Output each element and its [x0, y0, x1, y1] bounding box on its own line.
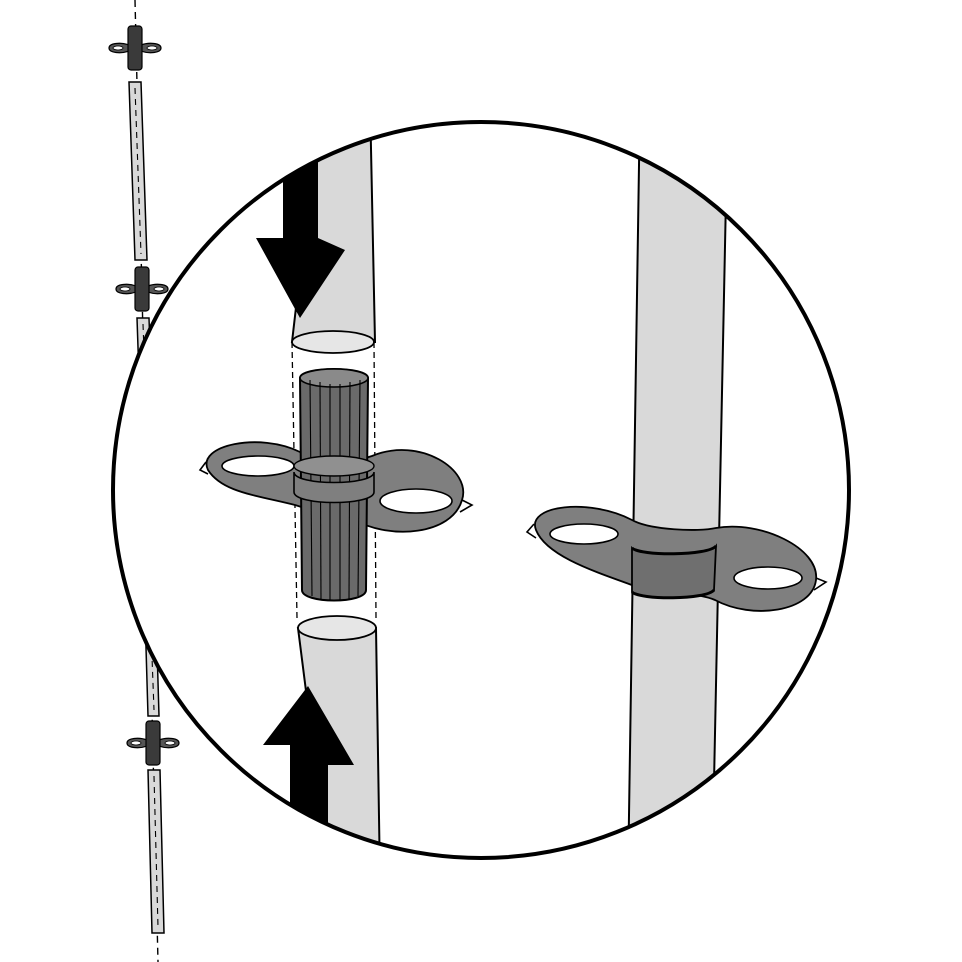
magnified-detail-circle: [111, 120, 851, 860]
connector-clamp-assembled: [525, 505, 828, 612]
detail-circle-border: [111, 120, 851, 860]
pole-connector-4: [126, 720, 180, 766]
arrow-down-icon: [256, 160, 345, 318]
pole-segment-1: [128, 81, 148, 261]
arrow-up-icon: [263, 686, 354, 830]
exploded-joint: [198, 122, 474, 858]
pole-connector-2: [115, 266, 169, 312]
pole-segment-4: [147, 769, 165, 934]
pole-connector-1: [108, 25, 162, 71]
assembled-joint: [525, 122, 828, 858]
connector-clamp-collar: [293, 471, 375, 504]
alignment-guide-left: [291, 341, 298, 619]
assembled-tube: [626, 122, 730, 858]
alignment-guide-right: [373, 341, 377, 619]
